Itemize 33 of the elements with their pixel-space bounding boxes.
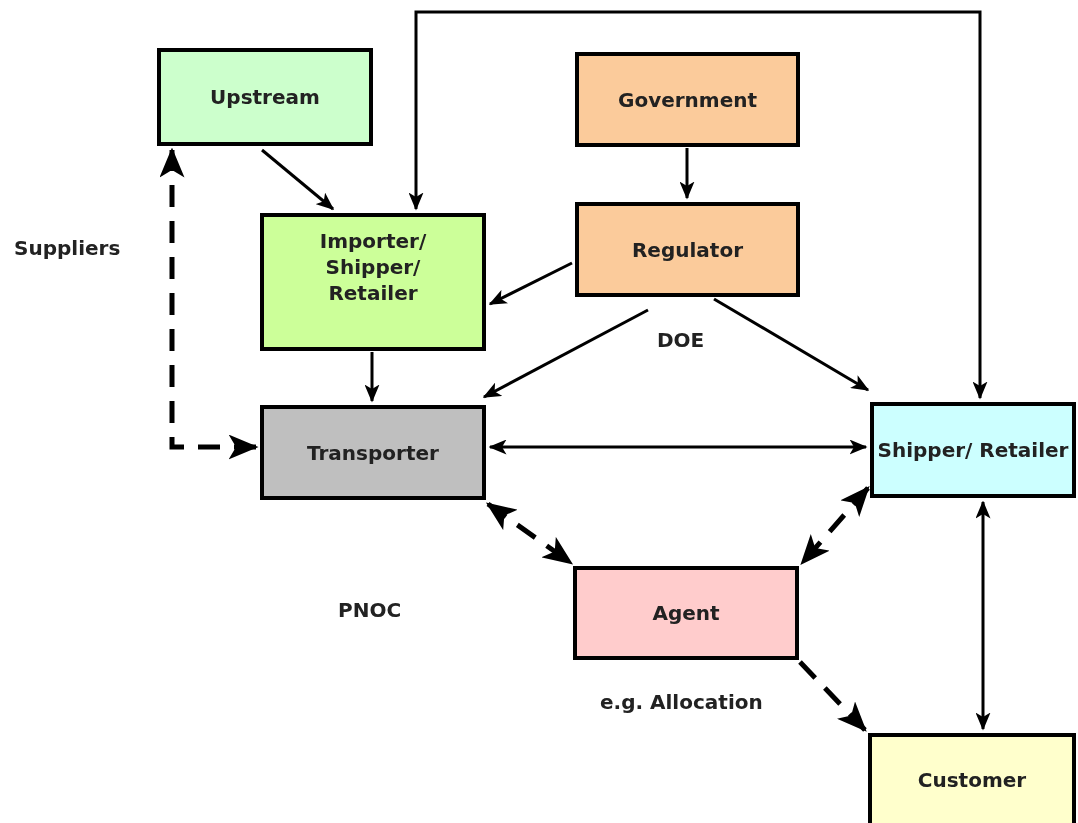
arrow [364,352,380,403]
arrow [713,297,870,392]
note-label: Suppliers [14,236,121,260]
box-label: Upstream [210,84,320,110]
arrow [485,501,574,566]
role-box [157,48,373,146]
role-box [575,52,800,147]
role-box [870,402,1076,498]
box-label: Government [617,86,758,113]
box-label: Agent [652,600,720,626]
arrow [159,147,259,460]
arrow [408,10,988,400]
arrow [800,486,870,565]
box-label: Shipper/ Retailer [877,437,1069,463]
arrow [488,439,868,455]
arrow [679,148,695,200]
box-label: Transporter [307,439,439,466]
note-label: e.g. Allocation [600,690,763,714]
role-box [575,202,800,297]
note-label: DOE [657,328,705,352]
arrow [798,660,867,732]
arrow [488,261,573,306]
arrow [482,308,649,399]
box-label: Importer/ Shipper/ Retailer [318,228,428,306]
arrow [975,500,991,731]
role-box [260,405,486,500]
role-box [868,733,1076,823]
box-label: Customer [917,767,1027,793]
note-label: PNOC [338,598,402,622]
arrow [261,148,335,211]
box-label: Regulator [631,236,743,263]
role-box [573,566,799,660]
role-box [260,213,486,351]
